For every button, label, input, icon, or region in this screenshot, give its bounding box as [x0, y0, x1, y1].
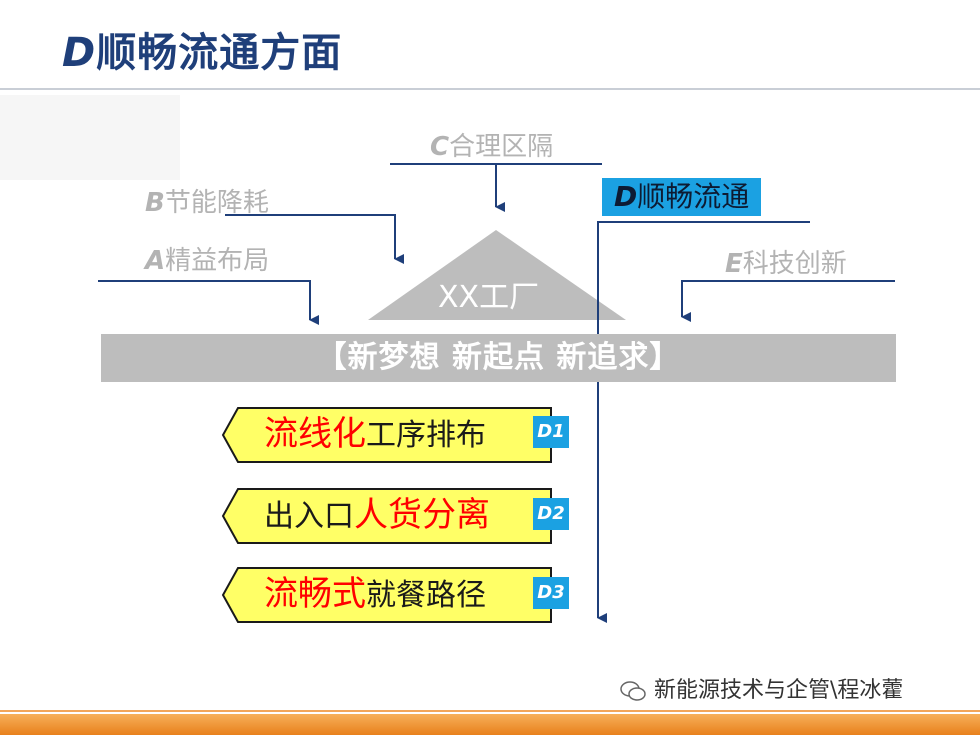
title-letter: D: [62, 30, 97, 76]
background-fade: [0, 95, 180, 180]
item-shape-2: [221, 488, 552, 544]
footer-bar: [0, 714, 980, 735]
d-arrow: [597, 221, 810, 623]
watermark-text: 新能源技术与企管\程冰藿: [654, 678, 904, 703]
label-d: D顺畅流通: [602, 178, 762, 216]
item-2-text: 出入口人货分离: [264, 495, 490, 535]
footer-line: [0, 710, 980, 712]
e-arrow: [681, 280, 895, 322]
badge-d1: D1: [533, 416, 569, 448]
badge-d3: D3: [533, 577, 569, 609]
page-title: D顺畅流通方面: [62, 20, 342, 78]
label-e: E科技创新: [725, 249, 847, 279]
item-shape-3: [221, 567, 552, 623]
label-b: B节能降耗: [145, 188, 269, 218]
factory-triangle: [368, 230, 626, 320]
label-a: A精益布局: [145, 246, 270, 276]
factory-label: XX工厂: [438, 280, 540, 315]
label-c: C合理区隔: [430, 132, 554, 162]
b-arrow: [225, 214, 404, 264]
item-3-text: 流畅式就餐路径: [264, 574, 486, 614]
badge-d2: D2: [533, 498, 569, 530]
a-arrow: [98, 280, 319, 325]
item-1-text: 流线化工序排布: [264, 414, 486, 454]
item-shape-1: [221, 407, 552, 463]
wechat-icon: [620, 681, 646, 701]
slogan-banner: 【新梦想 新起点 新追求】: [101, 334, 896, 382]
watermark: 新能源技术与企管\程冰藿: [620, 672, 903, 704]
header-bar: D顺畅流通方面: [0, 0, 980, 90]
title-text: 顺畅流通方面: [96, 30, 343, 76]
